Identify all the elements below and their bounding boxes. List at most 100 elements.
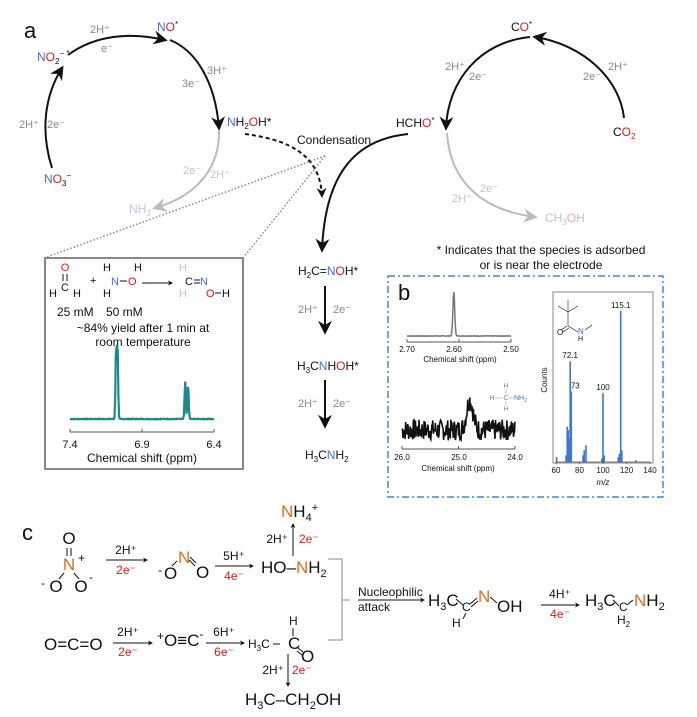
atom: H bbox=[103, 262, 111, 274]
atom: NH2 bbox=[514, 395, 527, 404]
label-protons: 3H⁺ bbox=[207, 65, 227, 77]
inset-guide-line bbox=[242, 155, 326, 259]
tick-label: 6.9 bbox=[134, 439, 149, 451]
label-protons: 2H⁺ bbox=[298, 398, 318, 410]
atom: H bbox=[103, 288, 111, 300]
plus-sign: + bbox=[90, 275, 96, 287]
label-electrons: 2e⁻ bbox=[299, 532, 319, 546]
species-no: NO* bbox=[157, 20, 178, 34]
panel-a-label: a bbox=[24, 18, 37, 43]
panel-c-label: c bbox=[22, 520, 33, 545]
species-co: CO* bbox=[511, 20, 532, 34]
atom: H bbox=[179, 262, 187, 274]
spectrum-trace bbox=[401, 397, 516, 443]
label-protons: 4H⁺ bbox=[549, 587, 571, 601]
label-electrons: 4e⁻ bbox=[224, 569, 244, 583]
label-electrons: 2e⁻ bbox=[183, 165, 201, 177]
atom: C bbox=[619, 600, 628, 614]
tick-label: 2.60 bbox=[446, 345, 462, 354]
label-protons: 2H⁺ bbox=[452, 193, 472, 205]
label-protons: 2H⁺ bbox=[210, 169, 230, 181]
atom: O bbox=[61, 262, 70, 274]
atom: N bbox=[200, 276, 208, 288]
label-protons: 2H⁺ bbox=[19, 119, 39, 131]
ms-peak-label: 72.1 bbox=[562, 351, 578, 360]
co2-cycle: CO* CO2 HCHO* CH3OH 2H⁺ 2e⁻ 2H⁺ 2e⁻ 2e⁻ … bbox=[315, 20, 636, 253]
label-electrons: 2e⁻ bbox=[333, 304, 351, 316]
atom: C bbox=[288, 634, 300, 653]
atom: N bbox=[578, 327, 584, 336]
tick-label: 140 bbox=[643, 466, 657, 475]
tick-label: 100 bbox=[596, 466, 610, 475]
atom: H bbox=[49, 288, 57, 300]
atom: H bbox=[489, 395, 494, 402]
species-methylamine: H3CNH2 bbox=[305, 448, 349, 464]
atom: H bbox=[452, 616, 461, 630]
atom: H bbox=[503, 383, 508, 390]
species-nh2oh: NH2OH* bbox=[227, 115, 272, 131]
species-acetaldoxime: H3C C N OH H bbox=[428, 587, 523, 630]
species-co: +O≡C- bbox=[157, 627, 203, 650]
ms-bar bbox=[565, 455, 567, 462]
nmr-1h-spectrum bbox=[406, 291, 512, 343]
spectrum-trace bbox=[407, 291, 512, 338]
label-protons: 5H⁺ bbox=[223, 549, 245, 563]
ms-bar bbox=[568, 438, 570, 462]
tick-label: 24.0 bbox=[507, 453, 523, 462]
condensation-label: Condensation bbox=[297, 133, 371, 147]
ms-bar bbox=[602, 393, 604, 462]
charge: - bbox=[158, 563, 162, 577]
arrow-no-to-nh2oh bbox=[169, 39, 226, 131]
charge: - bbox=[41, 576, 45, 590]
arrow-hcho-to-ch3oh bbox=[446, 132, 538, 223]
ms-bar bbox=[603, 455, 605, 462]
atom: H bbox=[503, 406, 508, 413]
atom: H2 bbox=[617, 613, 631, 629]
species-nitrite: NO2− * bbox=[37, 49, 69, 66]
species-oxime: H2C=NOH* bbox=[298, 264, 358, 280]
atom: O bbox=[196, 563, 209, 582]
footnote-line-2: or is near the electrode bbox=[480, 258, 603, 272]
arrow-nitrite-to-no bbox=[67, 30, 168, 56]
atom: C bbox=[503, 395, 508, 402]
arrow-nitrate-to-nitrite bbox=[44, 65, 64, 169]
atom: O bbox=[164, 564, 177, 583]
atom: H bbox=[134, 262, 142, 274]
tick-label: 120 bbox=[620, 466, 634, 475]
atom: N bbox=[111, 276, 119, 288]
footnote-line-1: * Indicates that the species is adsorbed bbox=[437, 243, 646, 257]
atom: H3C bbox=[428, 591, 459, 613]
x-axis-label: Chemical shift (ppm) bbox=[87, 451, 197, 465]
label-electrons: 2e⁻ bbox=[333, 398, 351, 410]
tick-label: 7.4 bbox=[62, 439, 77, 451]
label-protons: 2H⁺ bbox=[608, 61, 628, 73]
x-axis-label: Chemical shift (ppm) bbox=[423, 355, 497, 364]
label-protons: 2H⁺ bbox=[262, 663, 284, 677]
atom: O bbox=[62, 529, 75, 548]
ms-peak-label: 100 bbox=[596, 383, 610, 392]
tick-label: 25.0 bbox=[451, 453, 467, 462]
x-axis-label: Chemical shift (ppm) bbox=[421, 464, 495, 473]
label-protons: 2H⁺ bbox=[298, 304, 318, 316]
atom: O bbox=[128, 276, 137, 288]
atom: H3C bbox=[585, 591, 616, 613]
condensation-arrow bbox=[244, 133, 327, 198]
ms-peak-label: 115.1 bbox=[611, 301, 631, 310]
atom: H bbox=[578, 336, 583, 343]
ms-bar bbox=[601, 458, 603, 462]
label-electrons: 4e⁻ bbox=[550, 607, 570, 621]
arrow-co2-to-co bbox=[532, 31, 625, 119]
ms-bar bbox=[555, 457, 558, 462]
label-electrons: 2e⁻ bbox=[47, 119, 65, 131]
ms-bar bbox=[582, 455, 584, 462]
methylamine-structure: H H C NH2 H bbox=[489, 383, 527, 413]
species-hydroxylamine: HO–NH2 bbox=[261, 558, 327, 580]
atom: H bbox=[179, 288, 187, 300]
merge-label-line-2: attack bbox=[358, 600, 391, 614]
species-methylhydroxylamine: H3CNHOH* bbox=[297, 359, 359, 375]
y-axis-label: Counts bbox=[540, 367, 549, 392]
atom: OH bbox=[497, 597, 523, 616]
label-electrons: 2e⁻ bbox=[480, 183, 498, 195]
